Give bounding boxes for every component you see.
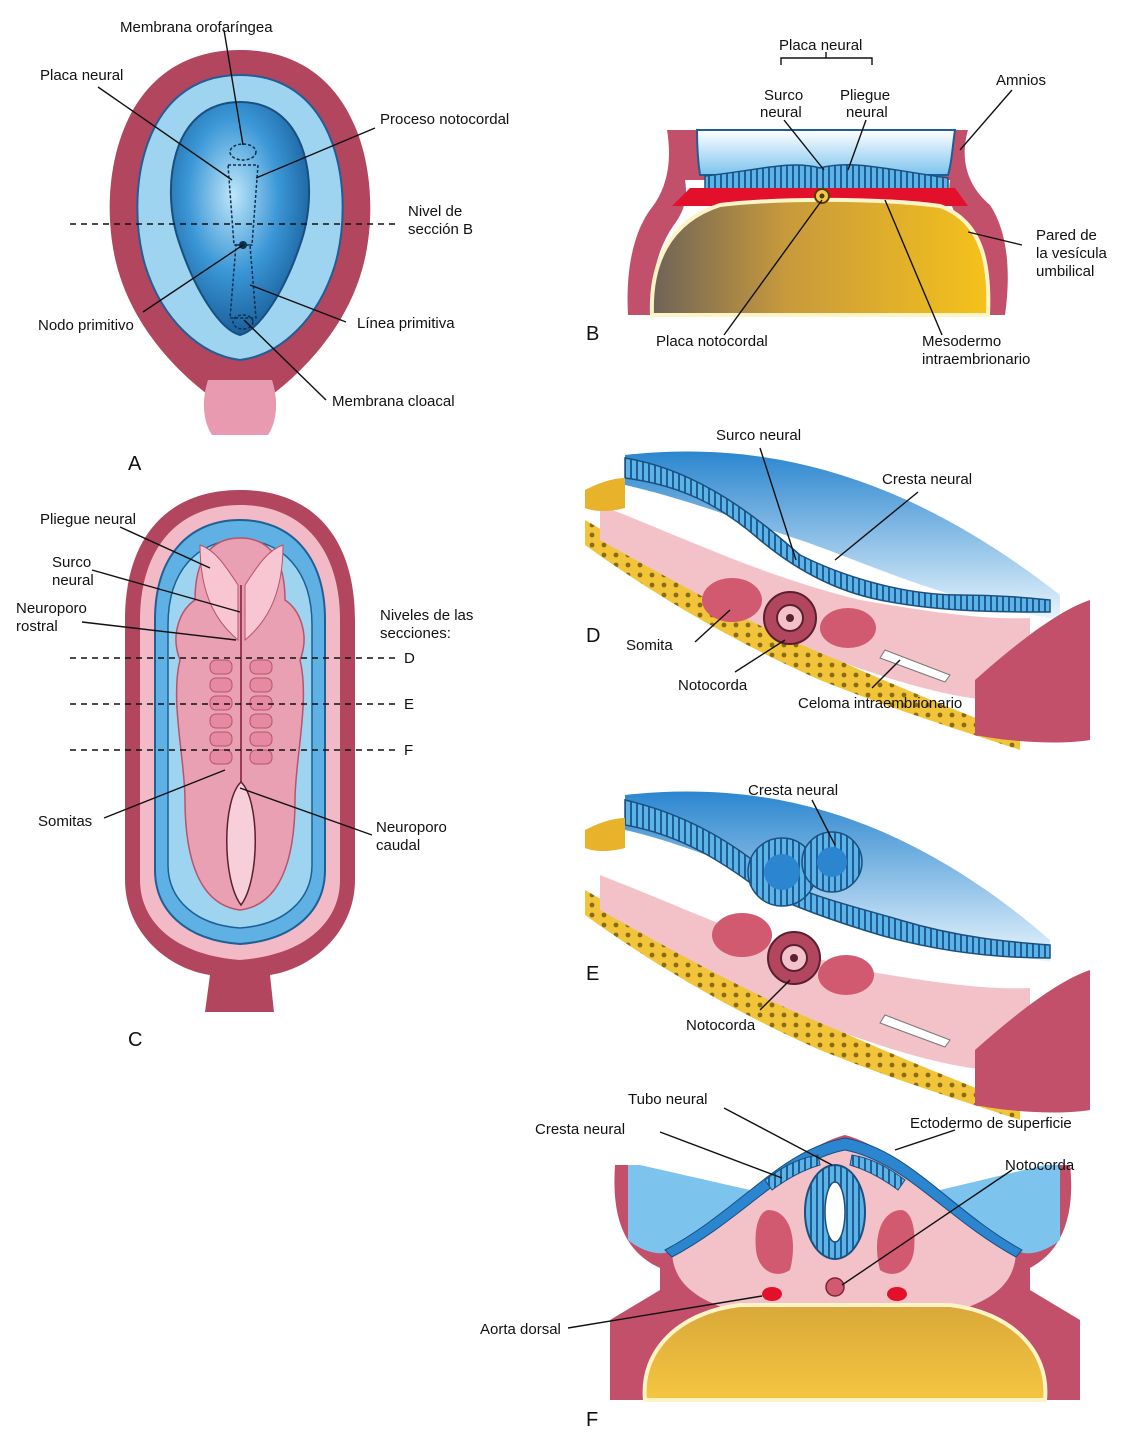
yolk-sac-b (652, 200, 989, 315)
panel-letter-e: E (586, 963, 599, 985)
label-neuroporo-r-1: Neuroporo (16, 600, 87, 617)
label-pliegue-b-1: Pliegue (840, 87, 890, 104)
label-pared-2: la vesícula (1036, 245, 1108, 262)
label-nivel-f: F (404, 742, 413, 759)
label-ectodermo: Ectodermo de superficie (910, 1115, 1072, 1132)
label-nivel-2: sección B (408, 221, 473, 238)
label-niveles-2: secciones: (380, 625, 451, 642)
label-pared-3: umbilical (1036, 263, 1094, 280)
label-nivel-d: D (404, 650, 415, 667)
label-surco-c-1: Surco (52, 554, 91, 571)
label-notocorda-f: Notocorda (1005, 1157, 1075, 1174)
panel-e: Cresta neural Notocorda E (585, 782, 1090, 1120)
panel-letter-f: F (586, 1409, 598, 1431)
label-pliegue-neural-c: Pliegue neural (40, 511, 136, 528)
label-cresta-neural-d: Cresta neural (882, 471, 972, 488)
somite-d-left (702, 578, 762, 622)
label-somitas: Somitas (38, 813, 92, 830)
label-surco-b-1: Surco (764, 87, 803, 104)
label-placa-neural-b: Placa neural (779, 37, 862, 54)
label-amnios: Amnios (996, 72, 1046, 89)
label-notocorda-d: Notocorda (678, 677, 748, 694)
label-proceso-notocordal: Proceso notocordal (380, 111, 509, 128)
panel-letter-b: B (586, 323, 599, 345)
notch-d (585, 478, 625, 511)
label-nivel-e: E (404, 696, 414, 713)
panel-f: Tubo neural Ectodermo de superficie Cres… (480, 1091, 1080, 1431)
label-linea-primitiva: Línea primitiva (357, 315, 455, 332)
label-placa-notocordal: Placa notocordal (656, 333, 768, 350)
label-notocorda-e: Notocorda (686, 1017, 756, 1034)
label-pared-1: Pared de (1036, 227, 1097, 244)
label-aorta-dorsal: Aorta dorsal (480, 1321, 561, 1338)
label-pliegue-b-2: neural (846, 104, 888, 121)
panel-b: Placa neural Surco neural Pliegue neural… (586, 37, 1108, 368)
notochord-f (826, 1278, 844, 1296)
label-neuroporo-r-2: rostral (16, 618, 58, 635)
somite-e-left (712, 913, 772, 957)
panel-letter-c: C (128, 1029, 142, 1051)
label-nodo-primitivo: Nodo primitivo (38, 317, 134, 334)
somite-d-right (820, 608, 876, 648)
label-somita: Somita (626, 637, 673, 654)
label-celoma: Celoma intraembrionario (798, 695, 962, 712)
panel-letter-a: A (128, 453, 142, 475)
label-mesodermo-2: intraembrionario (922, 351, 1030, 368)
aorta-f-right (887, 1287, 907, 1301)
label-neuroporo-c-1: Neuroporo (376, 819, 447, 836)
label-surco-b-2: neural (760, 104, 802, 121)
panel-d: Surco neural Cresta neural Somita Notoco… (585, 427, 1090, 750)
label-placa-neural-a: Placa neural (40, 67, 123, 84)
label-niveles-1: Niveles de las (380, 607, 473, 624)
label-tubo-neural: Tubo neural (628, 1091, 708, 1108)
label-membrana-orofaringea: Membrana orofaríngea (120, 19, 273, 36)
panel-c: Pliegue neural Surco neural Neuroporo ro… (16, 490, 473, 1051)
yolk-sac-f (645, 1305, 1046, 1400)
label-surco-neural-d: Surco neural (716, 427, 801, 444)
label-cresta-neural-e: Cresta neural (748, 782, 838, 799)
label-cresta-neural-f: Cresta neural (535, 1121, 625, 1138)
label-surco-c-2: neural (52, 572, 94, 589)
label-mesodermo-1: Mesodermo (922, 333, 1001, 350)
label-membrana-cloacal: Membrana cloacal (332, 393, 455, 410)
notch-e (585, 818, 625, 851)
yolk-stalk-a (204, 380, 276, 435)
label-nivel-1: Nivel de (408, 203, 462, 220)
panel-letter-d: D (586, 625, 600, 647)
panel-a: Membrana orofaríngea Placa neural Proces… (38, 19, 509, 475)
somite-e-right (818, 955, 874, 995)
aorta-f-left (762, 1287, 782, 1301)
label-neuroporo-c-2: caudal (376, 837, 420, 854)
